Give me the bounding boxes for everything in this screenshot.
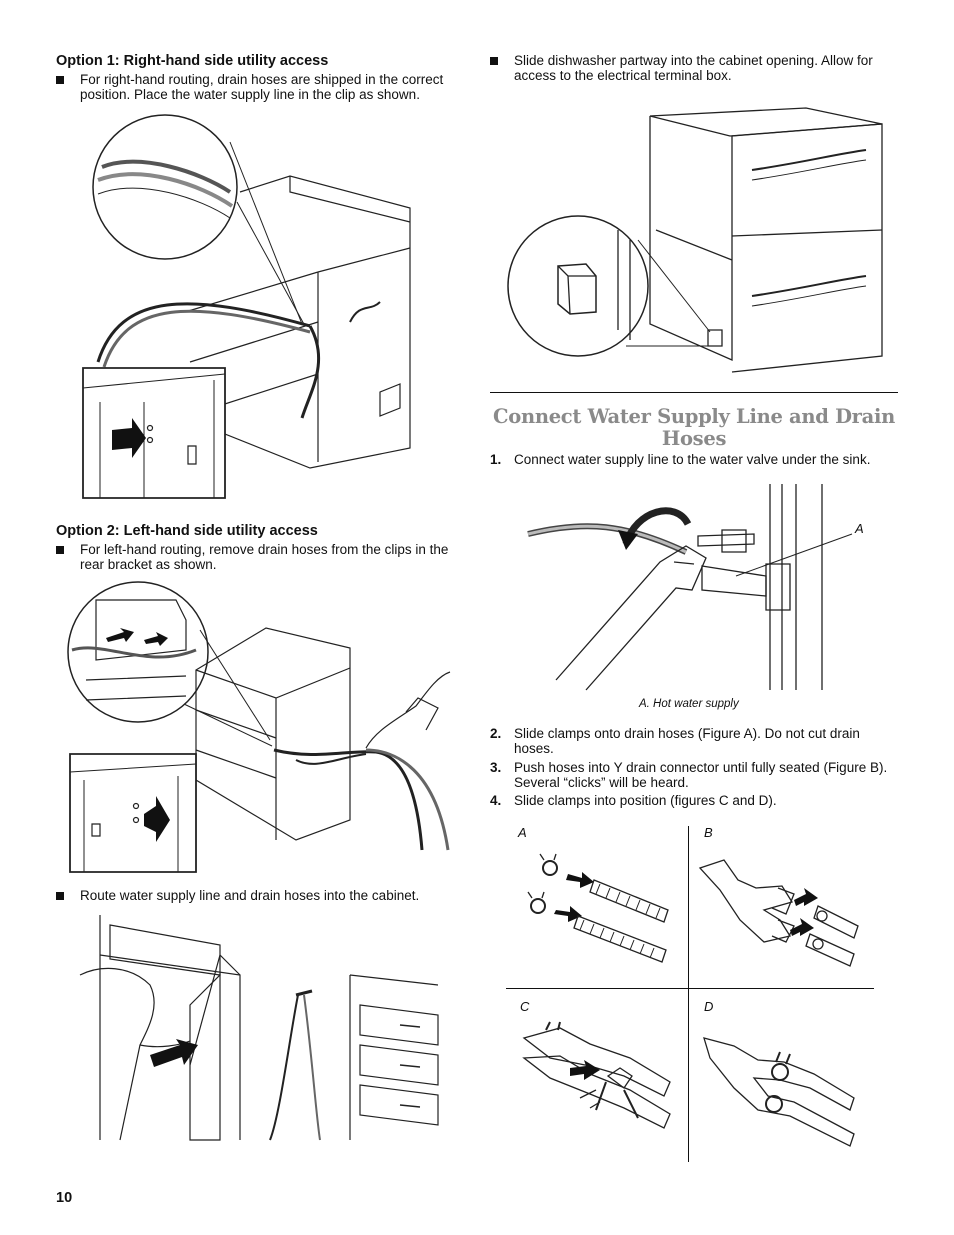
section-title: Connect Water Supply Line and Drain Hose… [490, 406, 898, 450]
figure-c-label: C [520, 999, 530, 1014]
figure-a-clamps-onto-hoses [520, 850, 680, 970]
figure-c-position-clamps [520, 1018, 680, 1138]
option2-heading: Option 2: Left-hand side utility access [56, 523, 318, 539]
option2-bullet-text: For left-hand routing, remove drain hose… [80, 542, 449, 572]
figure-grid-horizontal-rule [506, 988, 874, 989]
bullet-square-icon [56, 892, 64, 900]
figure-a-label: A [518, 825, 527, 840]
figure-b-label: B [704, 825, 713, 840]
left-hand-routing-illustration [66, 580, 460, 880]
option1-bullet-text: For right-hand routing, drain hoses are … [80, 72, 444, 102]
step-text: Slide clamps onto drain hoses (Figure A)… [514, 726, 860, 756]
option2-bullet: For left-hand routing, remove drain hose… [56, 542, 466, 572]
step-1: 1. Connect water supply line to the wate… [490, 452, 900, 467]
figure-grid-vertical-rule [688, 826, 689, 1162]
section-divider [490, 392, 898, 393]
page-number: 10 [56, 1190, 73, 1206]
section-title-line2: Hoses [661, 427, 727, 450]
figure-d-label: D [704, 999, 714, 1014]
slide-bullet-text: Slide dishwasher partway into the cabine… [514, 53, 873, 83]
valve-caption: A. Hot water supply [639, 698, 739, 710]
option1-bullet: For right-hand routing, drain hoses are … [56, 72, 466, 102]
water-valve-illustration [526, 480, 856, 690]
right-hand-routing-illustration [80, 112, 460, 502]
step-3: 3. Push hoses into Y drain connector unt… [490, 760, 900, 790]
route-into-cabinet-illustration [80, 915, 438, 1140]
bullet-square-icon [56, 546, 64, 554]
slide-dishwasher-illustration [506, 100, 886, 380]
valve-callout-label: A [855, 521, 864, 536]
route-bullet: Route water supply line and drain hoses … [56, 888, 466, 903]
section-title-line1: Connect Water Supply Line and Drain [493, 405, 895, 428]
step-text: Push hoses into Y drain connector until … [514, 760, 888, 790]
route-bullet-text: Route water supply line and drain hoses … [80, 888, 420, 903]
step-text: Slide clamps into position (figures C an… [514, 793, 777, 808]
figure-d-clamps-in-place [694, 1018, 864, 1148]
slide-bullet: Slide dishwasher partway into the cabine… [490, 53, 900, 83]
step-number: 4. [490, 793, 502, 808]
step-text: Connect water supply line to the water v… [514, 452, 871, 467]
figure-b-push-into-connector [694, 850, 864, 970]
bullet-square-icon [490, 57, 498, 65]
option1-heading: Option 1: Right-hand side utility access [56, 53, 329, 69]
step-4: 4. Slide clamps into position (figures C… [490, 793, 900, 808]
bullet-square-icon [56, 76, 64, 84]
step-2: 2. Slide clamps onto drain hoses (Figure… [490, 726, 900, 756]
step-number: 3. [490, 760, 502, 775]
step-number: 2. [490, 726, 502, 741]
step-number: 1. [490, 452, 502, 467]
